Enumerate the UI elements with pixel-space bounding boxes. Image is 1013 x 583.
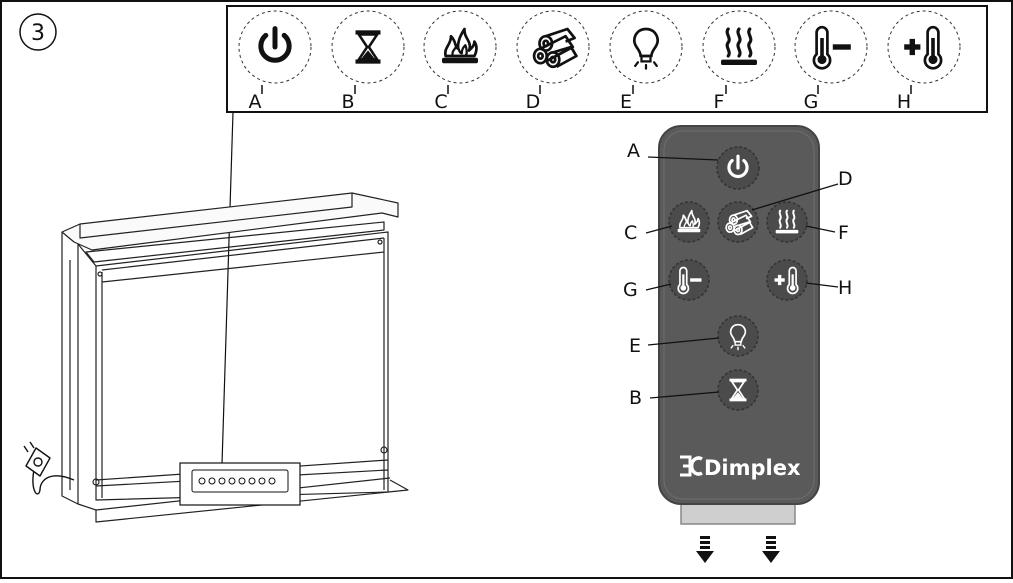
callout-letter: C	[624, 222, 637, 244]
down-arrow-icon	[696, 536, 714, 563]
legend-item-g: G	[794, 10, 868, 113]
legend-letter: H	[897, 91, 911, 113]
icon-legend: A B C D E F	[226, 5, 988, 113]
remote-button-temp-up[interactable]	[766, 259, 808, 301]
legend-letter: G	[804, 91, 819, 113]
legend-item-h: H	[887, 10, 961, 113]
legend-item-e: E	[609, 10, 683, 113]
callout-letter: F	[838, 222, 849, 244]
step-number-badge: 3	[19, 13, 57, 51]
remote-callouts	[645, 156, 839, 399]
remote-button-logs[interactable]	[717, 201, 759, 243]
legend-item-f: F	[702, 10, 776, 113]
legend-letter: D	[526, 91, 541, 113]
remote-callout-letters: A D C F G H E B	[623, 140, 853, 409]
brand-name: Dimplex	[704, 456, 801, 480]
step-number: 3	[31, 21, 45, 46]
legend-letter: C	[434, 91, 447, 113]
legend-letter: B	[341, 91, 354, 113]
fireplace-control-panel	[179, 462, 301, 506]
callout-letter: B	[629, 387, 642, 409]
remote-button-flame[interactable]	[668, 201, 710, 243]
legend-letter: E	[620, 91, 632, 113]
legend-letter: F	[714, 91, 725, 113]
callout-letter: D	[838, 168, 853, 190]
legend-item-a: A	[238, 10, 312, 113]
remote-control: Dimplex	[658, 125, 820, 525]
remote-button-bulb[interactable]	[717, 315, 759, 357]
remote-button-timer[interactable]	[717, 369, 759, 411]
remote-button-power[interactable]	[716, 146, 760, 190]
brand-logo: Dimplex	[680, 455, 801, 480]
callout-letter: E	[629, 335, 641, 357]
legend-item-d: D	[516, 10, 590, 113]
callout-letter: A	[627, 140, 640, 162]
remote-button-temp-down[interactable]	[668, 259, 710, 301]
legend-letter: A	[249, 91, 262, 113]
power-plug	[23, 441, 75, 495]
legend-item-c: C	[423, 10, 497, 113]
legend-item-b: B	[331, 10, 405, 113]
down-arrow-icon	[762, 536, 780, 563]
control-panel-leader	[221, 111, 234, 465]
callout-letter: G	[623, 279, 638, 301]
remote-button-heat[interactable]	[766, 201, 808, 243]
callout-letter: H	[838, 277, 852, 299]
